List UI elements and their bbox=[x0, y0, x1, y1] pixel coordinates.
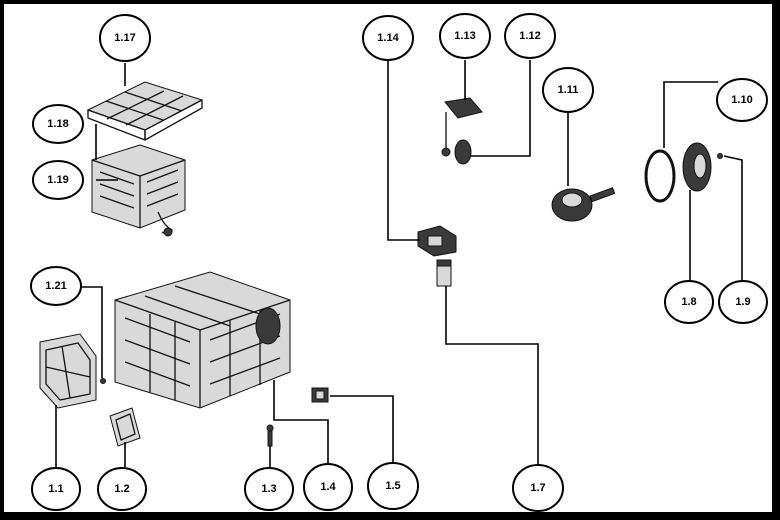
callout-1-3: 1.3 bbox=[244, 467, 294, 511]
filter-housing-part bbox=[91, 144, 186, 237]
callout-label: 1.2 bbox=[114, 483, 129, 495]
callout-label: 1.3 bbox=[261, 483, 276, 495]
front-cover-part bbox=[39, 333, 97, 409]
callout-label: 1.5 bbox=[385, 480, 400, 492]
callout-label: 1.10 bbox=[731, 94, 752, 106]
callout-1-8: 1.8 bbox=[664, 280, 714, 324]
callout-1-11: 1.11 bbox=[542, 67, 594, 113]
filter-lid-part bbox=[86, 81, 204, 141]
callout-1-7: 1.7 bbox=[512, 464, 564, 512]
callout-label: 1.8 bbox=[681, 296, 696, 308]
callout-label: 1.19 bbox=[47, 174, 68, 186]
callout-1-10: 1.10 bbox=[716, 78, 768, 122]
callout-1-2: 1.2 bbox=[97, 467, 147, 511]
callout-label: 1.4 bbox=[320, 481, 336, 493]
switch-part bbox=[311, 387, 329, 403]
callout-1-14: 1.14 bbox=[362, 15, 414, 61]
callout-label: 1.18 bbox=[47, 118, 68, 130]
sensor-part bbox=[436, 259, 452, 287]
pulley-part bbox=[682, 142, 712, 192]
callout-label: 1.13 bbox=[454, 30, 475, 42]
callout-label: 1.12 bbox=[519, 30, 540, 42]
callout-label: 1.14 bbox=[377, 32, 399, 44]
callout-1-19: 1.19 bbox=[32, 160, 84, 200]
base-frame-part bbox=[114, 271, 291, 409]
callout-1-1: 1.1 bbox=[31, 467, 81, 511]
bracket-part bbox=[417, 225, 457, 257]
leader-lines bbox=[55, 60, 743, 467]
callout-label: 1.17 bbox=[114, 32, 135, 44]
callout-label: 1.21 bbox=[45, 280, 66, 292]
valve-body-part bbox=[454, 139, 472, 165]
callout-1-4: 1.4 bbox=[303, 463, 353, 511]
motor-part bbox=[551, 187, 616, 222]
washer-part bbox=[717, 153, 723, 159]
callout-1-5: 1.5 bbox=[367, 462, 419, 510]
callout-1-21: 1.21 bbox=[30, 266, 82, 306]
seal-plate-part bbox=[109, 407, 141, 447]
callout-label: 1.1 bbox=[48, 483, 63, 495]
callout-label: 1.9 bbox=[735, 296, 750, 308]
small-screw-part bbox=[100, 378, 106, 384]
o-ring-part bbox=[644, 149, 676, 203]
callout-label: 1.7 bbox=[530, 482, 545, 494]
callout-1-9: 1.9 bbox=[718, 280, 768, 324]
callout-1-17: 1.17 bbox=[99, 14, 151, 62]
callout-1-12: 1.12 bbox=[504, 13, 556, 59]
callout-1-13: 1.13 bbox=[439, 13, 491, 59]
pin-part bbox=[266, 424, 274, 447]
callout-label: 1.11 bbox=[558, 84, 579, 96]
valve-clip-part bbox=[441, 97, 483, 157]
callout-1-18: 1.18 bbox=[32, 104, 84, 144]
